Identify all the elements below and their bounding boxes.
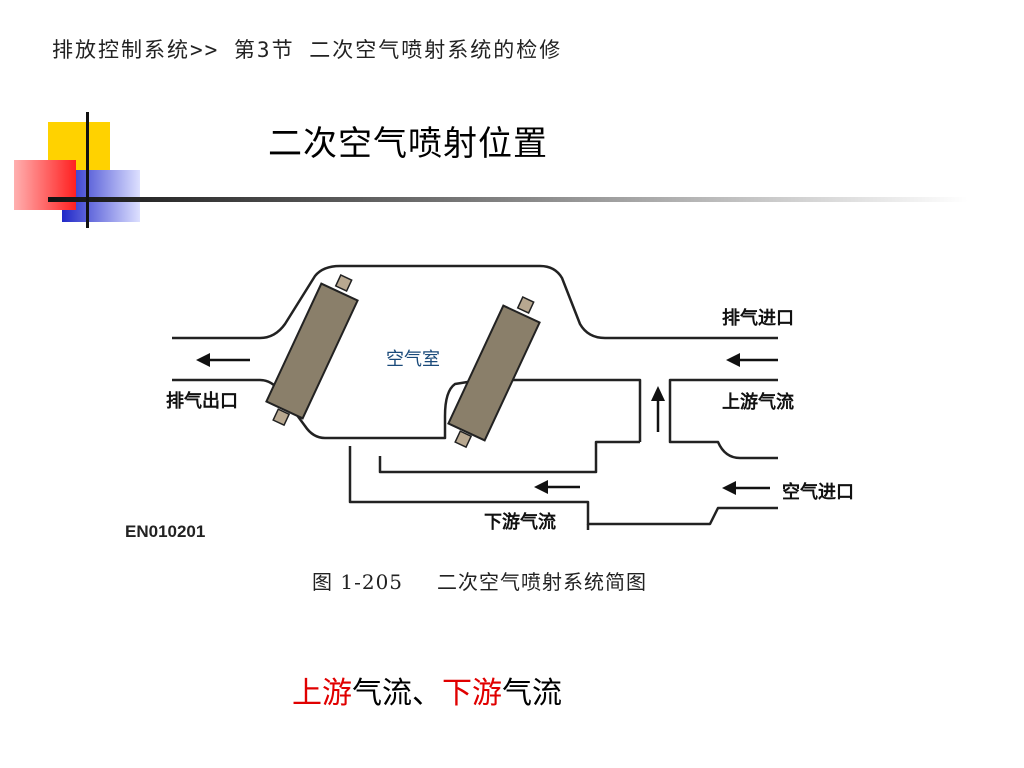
- note-upstream: 上游: [292, 676, 352, 711]
- note-downstream: 下游: [442, 676, 502, 711]
- catalyst-front: [265, 274, 359, 427]
- upstream-up-arrow-icon: [651, 386, 665, 432]
- slide-title: 二次空气喷射位置: [268, 124, 548, 164]
- deco-horizontal-line: [48, 197, 968, 202]
- air-duct-upper: [378, 440, 640, 474]
- note-flow-1: 气流、: [352, 676, 442, 711]
- note-flow-2: 气流: [502, 676, 562, 711]
- bottom-note: 上游气流、下游气流: [292, 668, 562, 712]
- title-decoration: [14, 112, 968, 228]
- secondary-air-system-diagram: [172, 264, 778, 530]
- exhaust-in-arrow-icon: [726, 353, 778, 367]
- air-in-arrow-icon: [722, 481, 770, 495]
- housing-bottom-outline: [172, 378, 642, 442]
- air-duct-lower: [348, 446, 778, 526]
- housing-top-outline: [172, 264, 778, 340]
- inlet-lower-wall: [668, 378, 778, 460]
- downstream-left-arrow-icon: [534, 480, 580, 494]
- catalyst-rear: [447, 296, 541, 449]
- deco-vertical-line: [86, 112, 89, 228]
- exhaust-out-arrow-icon: [196, 353, 250, 367]
- deco-red-square: [14, 160, 76, 210]
- breadcrumb: 排放控制系统>> 第3节 二次空气喷射系统的检修: [52, 38, 563, 62]
